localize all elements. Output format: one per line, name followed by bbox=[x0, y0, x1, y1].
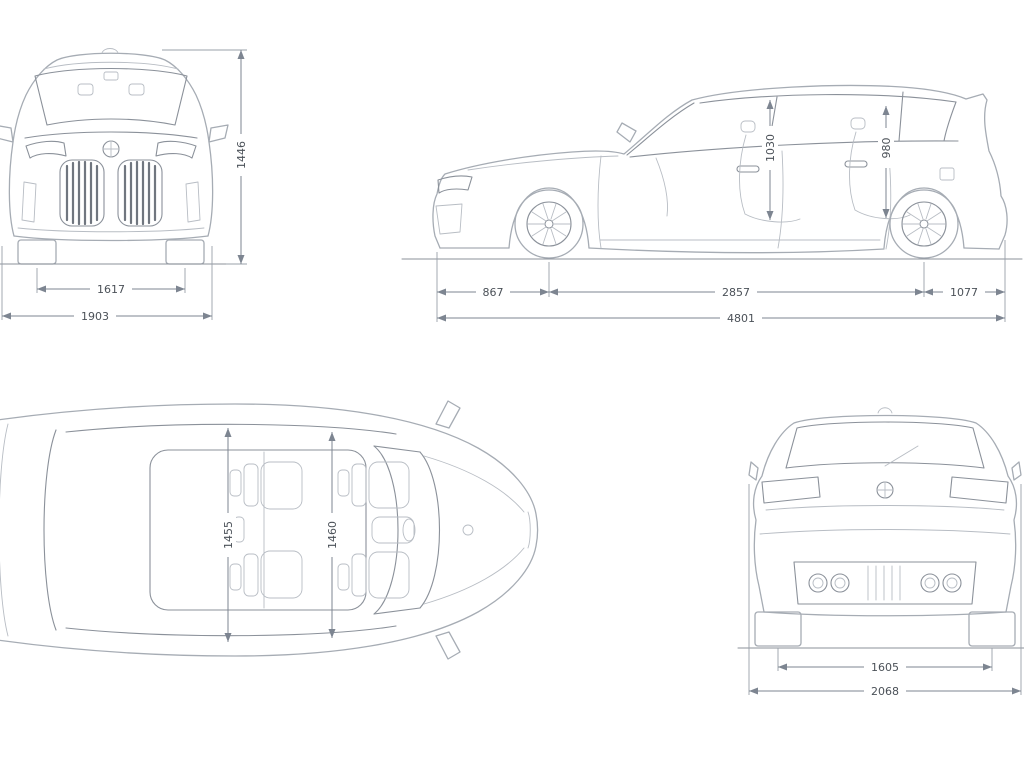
hood-roundel-icon bbox=[462, 524, 474, 536]
fuel-cap bbox=[939, 167, 955, 181]
top-view-dimensions: 1455 1460 bbox=[220, 428, 340, 642]
windshield bbox=[34, 67, 188, 126]
front-left-wheel bbox=[17, 239, 57, 265]
kidney-grille-left bbox=[59, 159, 105, 227]
rear-wheel-arch bbox=[883, 187, 965, 249]
taillight-left bbox=[761, 476, 821, 504]
dim-rear-track-value: 1605 bbox=[871, 661, 899, 674]
dim-rear-width-value: 2068 bbox=[871, 685, 899, 698]
exhaust-tip bbox=[920, 573, 940, 593]
roof-rails bbox=[65, 423, 397, 637]
seat-headrest-rear bbox=[850, 117, 866, 130]
mirror-top bbox=[435, 400, 461, 429]
dim-interior-width-rear-value: 1455 bbox=[222, 521, 235, 549]
rear-mirror-right bbox=[1011, 461, 1022, 481]
front-intake-side bbox=[435, 203, 463, 235]
antenna-fin bbox=[101, 48, 119, 54]
dim-rear-overhang-value: 1077 bbox=[950, 286, 978, 299]
dim-wheelbase: 2857 bbox=[715, 285, 757, 299]
rear-view-dimensions: 1605 2068 bbox=[748, 484, 1022, 698]
side-mirror bbox=[616, 122, 637, 143]
dim-interior-width-front: 1460 bbox=[324, 513, 340, 557]
rear-window-top bbox=[43, 429, 57, 631]
side-view-drawing bbox=[401, 84, 1023, 260]
seat-headrest-front bbox=[740, 120, 756, 133]
cowl-line bbox=[419, 451, 441, 609]
kidney-grille-right bbox=[117, 159, 163, 227]
rear-wheel bbox=[889, 189, 959, 259]
top-view-drawing bbox=[0, 400, 539, 660]
rearview-mirror bbox=[103, 71, 119, 81]
side-intake-right bbox=[185, 181, 201, 223]
dim-front-height-value: 1446 bbox=[235, 141, 248, 169]
dim-front-track: 1617 bbox=[90, 282, 132, 296]
dim-front-width: 1903 bbox=[74, 309, 116, 323]
left-mirror bbox=[0, 125, 14, 143]
dim-wheelbase-value: 2857 bbox=[722, 286, 750, 299]
antenna-fin-rear bbox=[877, 407, 893, 414]
dim-rear-track: 1605 bbox=[864, 660, 906, 674]
side-body-outline bbox=[432, 84, 1008, 250]
rear-wiper bbox=[884, 445, 919, 467]
front-wheel bbox=[514, 189, 584, 259]
dim-front-width-value: 1903 bbox=[81, 310, 109, 323]
exhaust-tip bbox=[808, 573, 828, 593]
taillight-right bbox=[949, 476, 1009, 504]
windshield-top-edge bbox=[373, 445, 399, 615]
headrest-right bbox=[128, 83, 145, 96]
headlight-right bbox=[155, 140, 197, 159]
dim-front-overhang-value: 867 bbox=[483, 286, 504, 299]
center-console bbox=[371, 516, 415, 544]
rear-wheel-spokes bbox=[902, 203, 946, 245]
panoramic-roof bbox=[149, 449, 367, 611]
exhaust-tip bbox=[942, 573, 962, 593]
door-handle-front bbox=[736, 165, 760, 173]
dim-front-overhang: 867 bbox=[476, 285, 510, 299]
seats-plan bbox=[229, 461, 416, 599]
dim-front-track-value: 1617 bbox=[97, 283, 125, 296]
top-body-outline bbox=[0, 403, 539, 657]
dim-cabin-height-rear-value: 980 bbox=[880, 138, 893, 159]
exhaust-tip bbox=[830, 573, 850, 593]
rear-left-wheel bbox=[754, 611, 802, 647]
dim-interior-width-rear: 1455 bbox=[220, 513, 236, 557]
dim-cabin-height-front-value: 1030 bbox=[764, 134, 777, 162]
right-mirror bbox=[208, 124, 229, 143]
front-wheel-arch bbox=[508, 187, 590, 249]
rear-view-drawing bbox=[737, 407, 1024, 649]
rear-mirror-left bbox=[748, 461, 759, 481]
door-handle-rear bbox=[844, 160, 868, 168]
rear-diffuser bbox=[793, 561, 977, 605]
dim-rear-overhang: 1077 bbox=[943, 285, 985, 299]
dim-front-height: 1446 bbox=[233, 134, 249, 176]
dim-overall-length: 4801 bbox=[720, 311, 762, 325]
side-intake-left bbox=[21, 181, 37, 223]
dim-rear-width: 2068 bbox=[864, 684, 906, 698]
front-wheel-spokes bbox=[527, 203, 571, 245]
headlight-side bbox=[437, 175, 473, 194]
headrest-left bbox=[77, 83, 94, 96]
front-view-dimensions: 1446 1617 1903 bbox=[1, 49, 249, 323]
rear-window bbox=[785, 421, 985, 469]
front-right-wheel bbox=[165, 239, 205, 265]
dim-cabin-height-rear: 980 bbox=[878, 128, 894, 168]
mirror-bottom bbox=[435, 631, 461, 660]
dim-overall-length-value: 4801 bbox=[727, 312, 755, 325]
headlight-left bbox=[25, 140, 67, 159]
rear-right-wheel bbox=[968, 611, 1016, 647]
side-view-dimensions: 1030 980 867 2857 1077 4801 bbox=[436, 100, 1006, 325]
dim-interior-width-front-value: 1460 bbox=[326, 521, 339, 549]
rear-body-outline bbox=[752, 414, 1018, 613]
dim-cabin-height-front: 1030 bbox=[762, 126, 778, 170]
front-view-drawing bbox=[0, 48, 233, 265]
